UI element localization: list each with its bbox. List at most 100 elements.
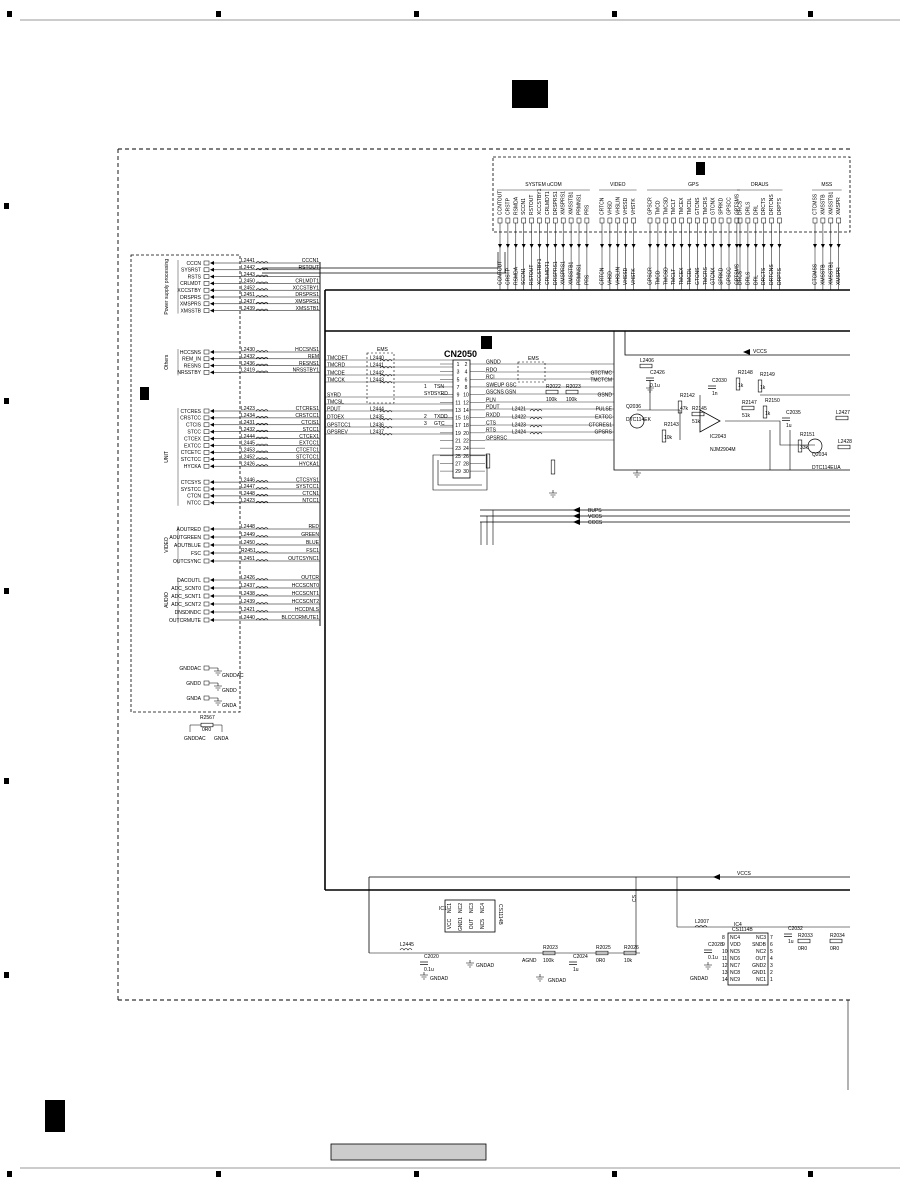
ic1-ref: IC1 xyxy=(439,906,447,912)
bottom-part-value: 0R0 xyxy=(798,946,807,952)
opamp-symbol xyxy=(699,409,721,433)
connector-left-signal: DTOEX xyxy=(327,414,345,420)
emi-right-label: EMS xyxy=(528,356,540,362)
pin-name: CTCN xyxy=(187,494,201,500)
top-net-name: XMSSTB xyxy=(820,264,826,285)
ic4-right-pin: NC1 xyxy=(756,977,766,983)
top-net-name: GPSCR xyxy=(648,267,654,285)
connector-note: TSN xyxy=(434,384,444,390)
connector-pin-number: 14 xyxy=(463,408,469,414)
pin-box xyxy=(203,601,210,607)
connector-left-signal: TMCRD xyxy=(327,362,345,368)
group-name: VIDEO xyxy=(164,537,170,553)
pin-net: NRSSTBY1 xyxy=(293,368,320,374)
top-pin-box xyxy=(505,217,511,224)
ic1-pin: OUT xyxy=(469,919,475,930)
top-pin-box xyxy=(529,217,534,224)
top-pin-name: DRPTS xyxy=(777,197,783,215)
pin-inductor-ref: L2447 xyxy=(241,484,255,490)
connector-left-signal: TMCSL xyxy=(327,399,344,405)
right-part-value: 10k xyxy=(664,435,673,441)
pin-name: OUTCSYNC xyxy=(173,559,201,565)
top-pin-box xyxy=(545,217,550,224)
resistor-symbol xyxy=(735,377,741,391)
pin-name: HYCKA xyxy=(184,464,202,470)
right-part-ref: R2150 xyxy=(765,398,780,404)
ground-symbol xyxy=(549,490,557,498)
pin-net: HCCDNLS xyxy=(295,607,320,613)
connector-note: 1 xyxy=(424,384,427,390)
pin-box xyxy=(203,267,210,273)
right-signal-label: TMCTCM xyxy=(590,377,612,383)
bottom-part-ref: R2025 xyxy=(596,945,611,951)
group-name: UNIT xyxy=(164,451,170,463)
right-part-ref: L2427 xyxy=(836,410,850,416)
top-pin-name: SPRKD xyxy=(719,197,725,215)
pin-arrow xyxy=(210,493,214,498)
connector-right-signal: PLN xyxy=(486,398,496,404)
top-ruler: 1 2 3 4 xyxy=(7,11,813,19)
pin-box xyxy=(203,585,210,591)
top-ruler-2: 2 xyxy=(415,12,419,19)
connector-right-signal: PDUT xyxy=(486,405,500,411)
pin-inductor-ref: L2423 xyxy=(241,406,255,412)
connector-left-signal: GPSTCC1 xyxy=(327,422,351,428)
bottom-part-value: 1u xyxy=(573,967,579,973)
pin-net: HCCSNS1 xyxy=(295,347,319,353)
right-signal-label: EXTCC xyxy=(595,414,612,420)
right-part-ref: R2023 xyxy=(566,384,581,390)
connector-pin-number: 18 xyxy=(463,423,469,429)
connector-right-signal: RCI xyxy=(486,375,495,381)
inductor-symbol xyxy=(379,433,393,436)
inductor-symbol xyxy=(379,410,393,413)
pin-inductor-ref: L2451 xyxy=(241,292,255,298)
connector-pin-number: 3 xyxy=(457,370,460,376)
top-group-name: VIDEO xyxy=(610,182,626,188)
ic4-right-pin: NC2 xyxy=(756,949,766,955)
pin-inductor-ref: L2431 xyxy=(241,420,255,426)
resistor-symbol xyxy=(595,950,609,956)
top-group-name: DRAUS xyxy=(751,182,769,188)
connector-pin-number: 1 xyxy=(457,362,460,368)
pin-name: SYSRST xyxy=(181,268,201,274)
ic4-ref: IC4 xyxy=(734,922,742,928)
pin-net: CCCN1 xyxy=(302,258,319,264)
top-net-name: PRS xyxy=(584,274,590,285)
connector-pin-number: 15 xyxy=(455,416,461,422)
pin-name: ADC_SCNT0 xyxy=(171,586,201,592)
top-pin-name: DRTCNS xyxy=(769,194,775,215)
top-pin-name: CTCMSS xyxy=(813,193,819,215)
pin-net: HCCSCNT2 xyxy=(292,599,319,605)
ic4-part: CS1114B xyxy=(732,927,753,933)
pin-name: RSTS xyxy=(188,274,202,280)
pin-box xyxy=(203,429,210,434)
pin-net: CTCIS1 xyxy=(301,420,319,426)
right-circuit-parts: L2406C24260.1uC20301nR21481kR21491kQ2036… xyxy=(545,358,852,478)
ic4-left-pin: NC7 xyxy=(730,963,740,969)
pin-arrow xyxy=(210,308,214,313)
connector-note: GTC xyxy=(434,421,445,427)
top-pin-box xyxy=(703,217,708,224)
main-dashed-border xyxy=(117,148,850,1001)
inductor-symbol xyxy=(379,359,393,362)
pin-box xyxy=(203,422,210,428)
pin-box xyxy=(203,593,210,599)
pin-inductor-ref: L2444 xyxy=(241,434,255,440)
pin-box xyxy=(203,526,210,532)
ic4-right-pin: GND2 xyxy=(752,963,766,969)
connector-inductor-ref: L2436 xyxy=(370,422,384,428)
ic4-left-pin: NC8 xyxy=(730,970,740,976)
pin-inductor-ref: L2440 xyxy=(241,615,255,621)
page-corner-marker xyxy=(45,1100,65,1132)
pin-net: STCC1 xyxy=(303,427,320,433)
inductor-symbol xyxy=(255,578,269,581)
right-part-value: DTC114EUA xyxy=(812,465,841,471)
top-net-name: CRTCN xyxy=(600,267,606,285)
right-part-ref: C2030 xyxy=(712,378,727,384)
inductor-symbol xyxy=(255,480,269,483)
pin-inductor-ref: L2437 xyxy=(241,299,255,305)
top-pin-box xyxy=(836,217,841,224)
pin-box xyxy=(203,415,210,421)
ic4-pin-number: 3 xyxy=(770,963,773,969)
